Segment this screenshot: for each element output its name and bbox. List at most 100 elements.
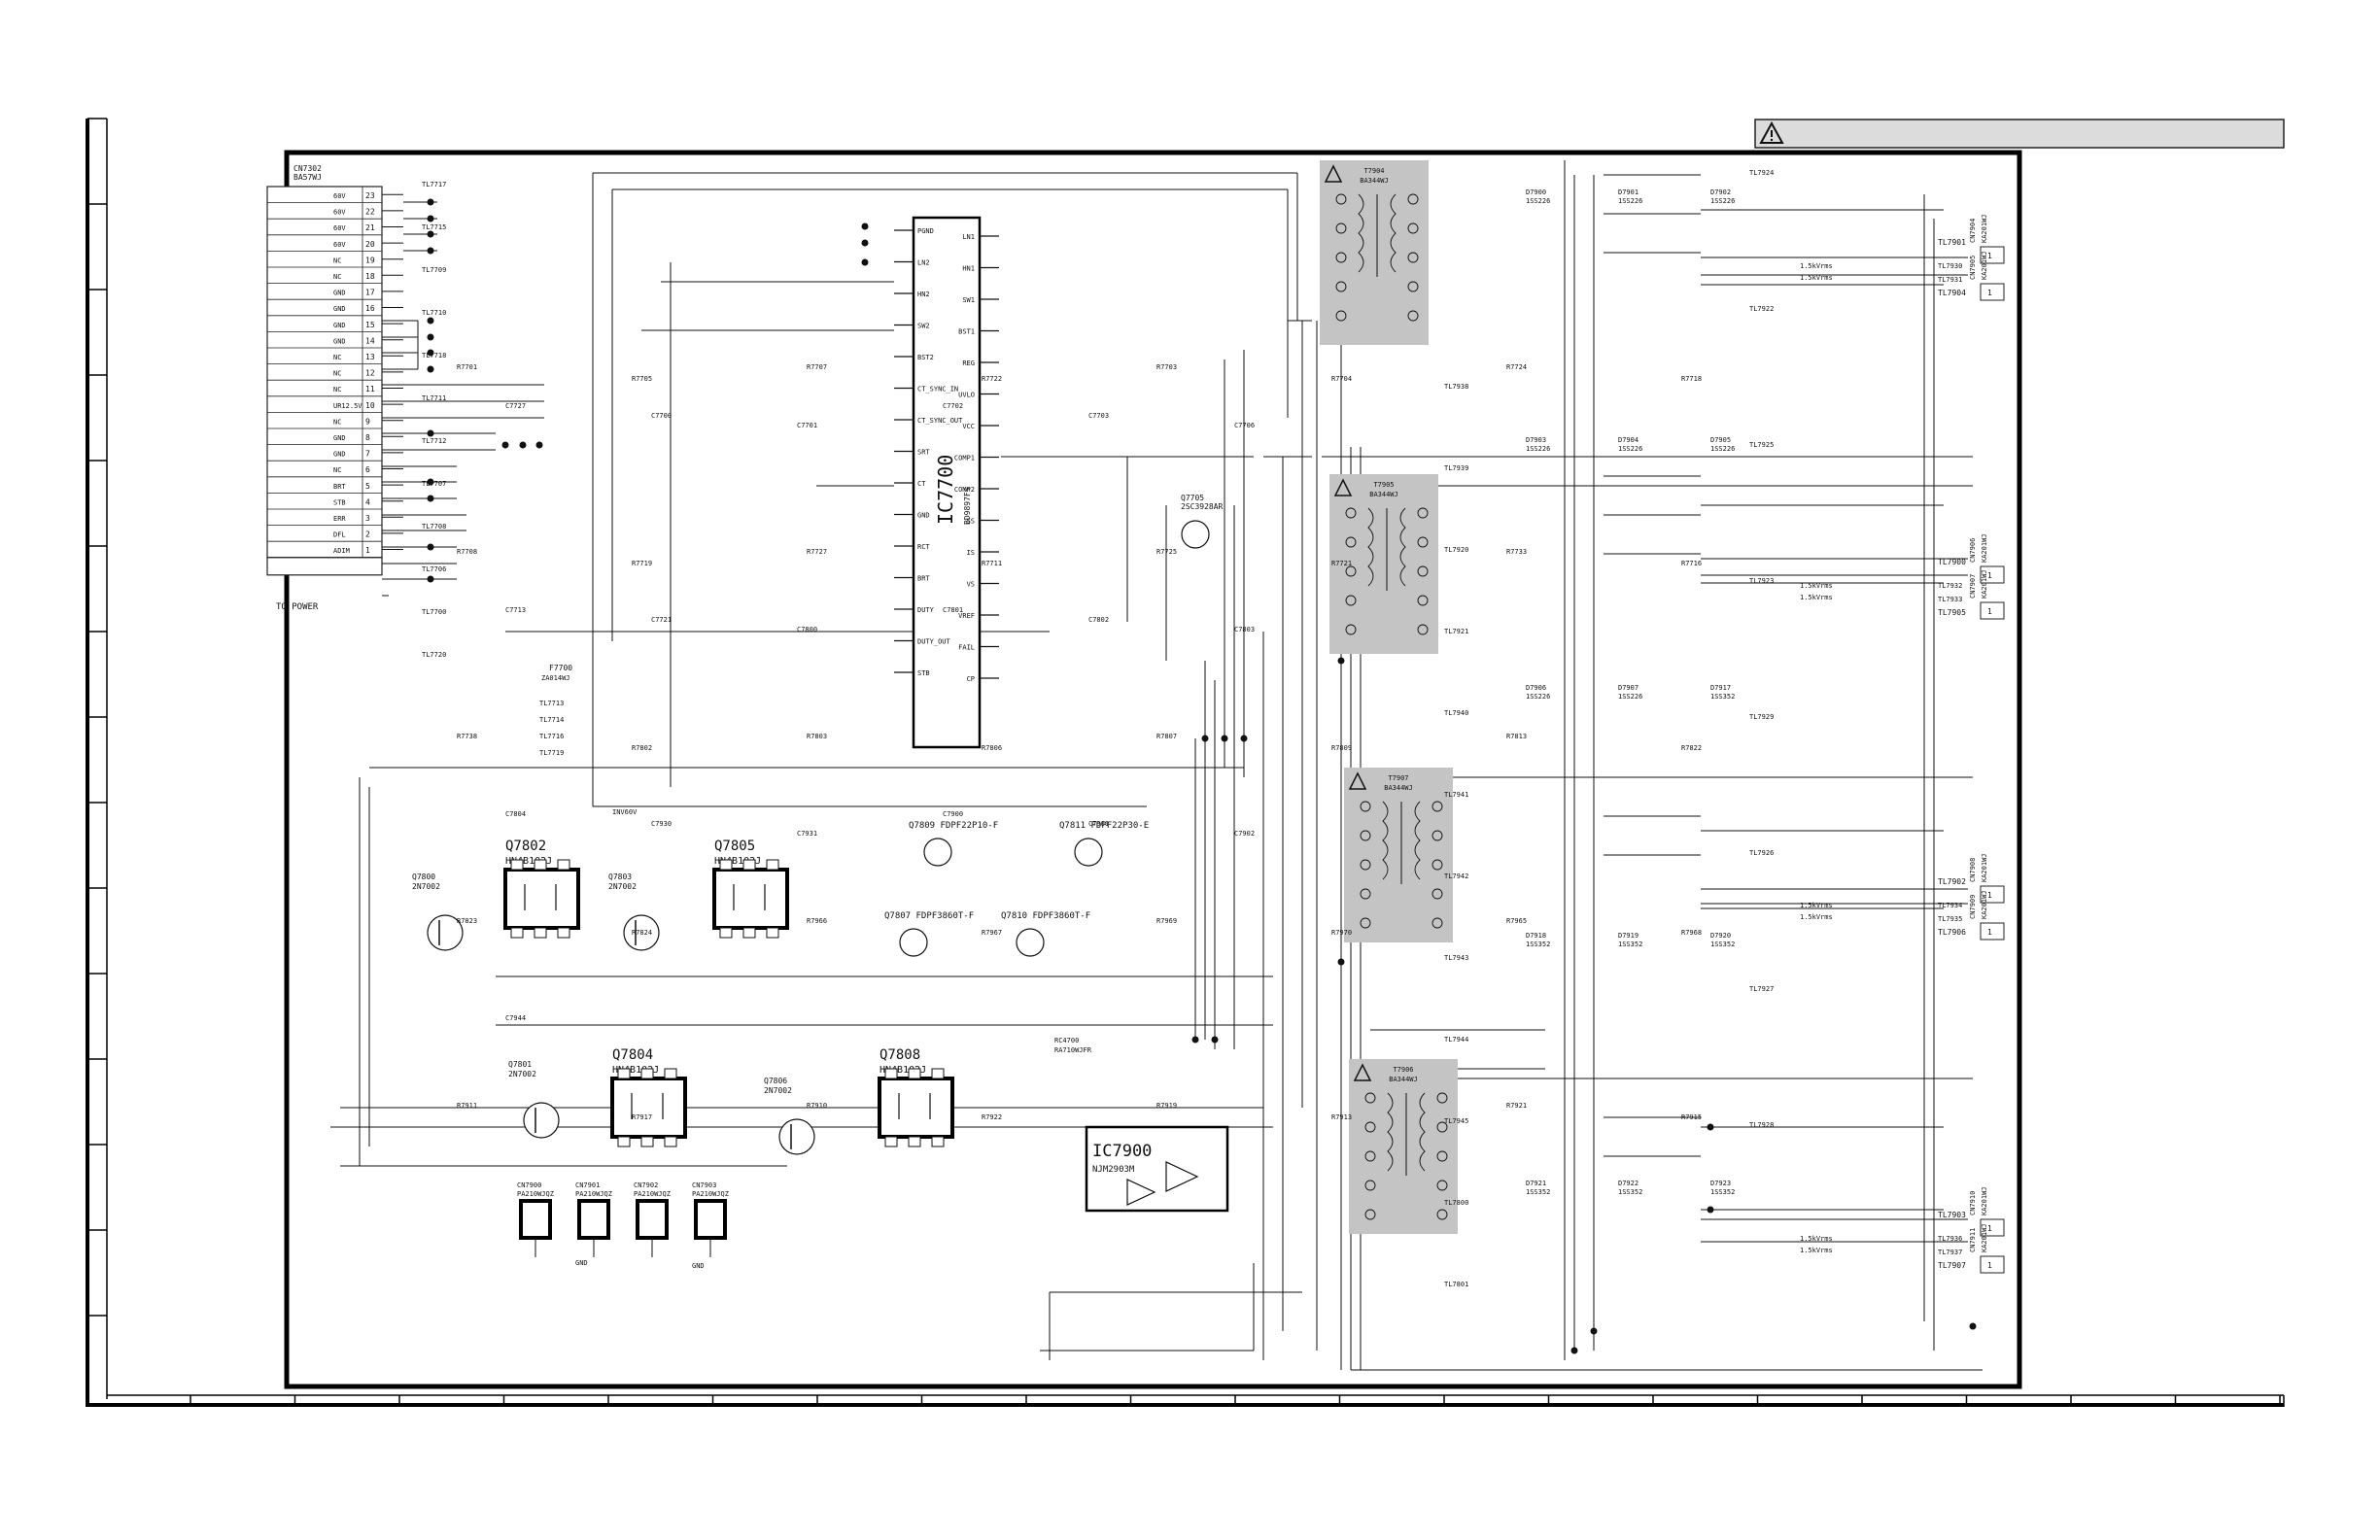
main-connector-part: BA57WJ: [293, 173, 322, 182]
capacitor-ref: C7944: [505, 1014, 526, 1022]
diode-part: 1SS226: [1526, 693, 1550, 701]
diode-ref: D7904: [1618, 436, 1638, 444]
diode-ref: D7920: [1710, 932, 1731, 940]
resistor-ref: R7910: [807, 1102, 827, 1110]
diode-ref: D7901: [1618, 188, 1638, 196]
ic-pin-right: HN1: [962, 265, 975, 273]
pin-number: 7: [365, 450, 370, 459]
test-point: TL7937: [1938, 1249, 1962, 1256]
pin-label: 60V: [333, 209, 346, 217]
ic-pin-right: BST1: [958, 328, 975, 336]
warning-icon: [1348, 771, 1367, 790]
ic-pin-right: SS: [967, 518, 975, 526]
test-point: TL7907: [1938, 1261, 1966, 1270]
hv-label: 1.5kVrms: [1800, 1247, 1833, 1254]
diode-ref: D7922: [1618, 1180, 1638, 1187]
transistor-part: HN4B102J: [505, 856, 552, 867]
diode-part: 1SS352: [1710, 941, 1735, 948]
output-connector-part: KA201WJ: [1981, 533, 1988, 563]
ic-pin-left: SW2: [917, 323, 930, 330]
capacitor-ref: C7902: [1234, 830, 1255, 838]
diode-part: 1SS352: [1710, 1188, 1735, 1196]
transformer-part: BA344WJ: [1389, 1076, 1418, 1083]
ic-pin-right: UVLO: [958, 392, 975, 399]
pin-number: 18: [365, 272, 375, 281]
pin-label: UR12.5V: [333, 402, 362, 410]
transistor-part: HN4B102J: [880, 1065, 926, 1076]
resistor-ref: R7969: [1156, 917, 1177, 925]
small-connector-ref: CN7900: [517, 1181, 541, 1189]
ic-pin-left: DUTY_OUT: [917, 638, 951, 646]
transistor-ref: Q7807 FDPF3860T-F: [884, 911, 974, 921]
output-pin-number: 1: [1987, 891, 1992, 900]
test-point: TL7941: [1444, 791, 1468, 799]
main-connector-footer: TO POWER: [276, 602, 319, 612]
controller-ic: IC7700 BD9897FS PGNDLN2HN2SW2BST2CT_SYNC…: [894, 216, 999, 749]
test-point: TL7709: [422, 266, 446, 274]
small-connector-part: PA210WJQZ: [517, 1190, 554, 1198]
warning-banner: [1754, 119, 2285, 149]
test-point: TL7801: [1444, 1281, 1468, 1288]
ic-pin-left: CT: [917, 480, 926, 488]
transistor-ref: Q7804: [612, 1047, 653, 1063]
ic-pin-right: CP: [967, 675, 975, 683]
diode-ref: D7923: [1710, 1180, 1731, 1187]
output-connector-ref: CN7910: [1969, 1191, 1977, 1215]
capacitor-ref: C7702: [943, 402, 963, 410]
test-point: TL7719: [539, 749, 564, 757]
output-pin-number: 1: [1987, 928, 1992, 937]
ic-pin-right: VCC: [962, 423, 975, 430]
resistor-ref: R7966: [807, 917, 827, 925]
diode-ref: D7919: [1618, 932, 1638, 940]
pin-number: 22: [365, 208, 375, 217]
diode-part: 1SS352: [1710, 693, 1735, 701]
main-connector-ref: CN7302: [293, 164, 322, 173]
warning-icon: [1333, 478, 1353, 496]
transistor: Q7810 FDPF3860T-F: [1001, 911, 1090, 957]
diode-ref: D7900: [1526, 188, 1546, 196]
output-connector-ref: CN7904: [1969, 219, 1977, 243]
diode-part: 1SS226: [1618, 693, 1642, 701]
pin-label: NC: [333, 386, 341, 394]
transistor-part: 2SC3928AR: [1181, 502, 1224, 511]
pin-number: 1: [365, 546, 370, 555]
test-point: TL7924: [1749, 169, 1774, 177]
test-point: TL7932: [1938, 582, 1962, 590]
resistor-ref: R7807: [1156, 733, 1177, 740]
ic-pin-left: HN2: [917, 291, 930, 298]
transistor-ref: Q7810 FDPF3860T-F: [1001, 911, 1090, 921]
transformer-part: BA344WJ: [1384, 784, 1413, 792]
test-point: TL7922: [1749, 305, 1774, 313]
resistor-ref: R7719: [632, 560, 652, 567]
pin-number: 8: [365, 433, 370, 442]
pin-label: DFL: [333, 531, 346, 539]
test-point: TL7708: [422, 523, 446, 530]
resistor-ref: R7806: [982, 744, 1002, 752]
diode-part: 1SS352: [1618, 1188, 1642, 1196]
diode-part: 1SS226: [1618, 445, 1642, 453]
warning-icon: [1759, 120, 1784, 144]
test-point: TL7927: [1749, 985, 1774, 993]
diode-part: 1SS352: [1526, 941, 1550, 948]
ic-pin-left: DUTY: [917, 606, 935, 614]
test-point: TL7707: [422, 480, 446, 488]
diode-part: 1SS226: [1710, 197, 1735, 205]
diode-ref: D7918: [1526, 932, 1546, 940]
ic-pin-left: LN2: [917, 259, 930, 267]
capacitor-ref: C7901: [1088, 820, 1109, 828]
pin-label: GND: [333, 451, 346, 459]
pin-label: NC: [333, 418, 341, 426]
pin-number: 12: [365, 369, 375, 378]
ic-pin-left: CT_SYNC_OUT: [917, 417, 963, 425]
ic-pin-right: COMP2: [954, 486, 975, 494]
hv-label: 1.5kVrms: [1800, 274, 1833, 282]
transistor-part: 2N7002: [608, 882, 637, 891]
